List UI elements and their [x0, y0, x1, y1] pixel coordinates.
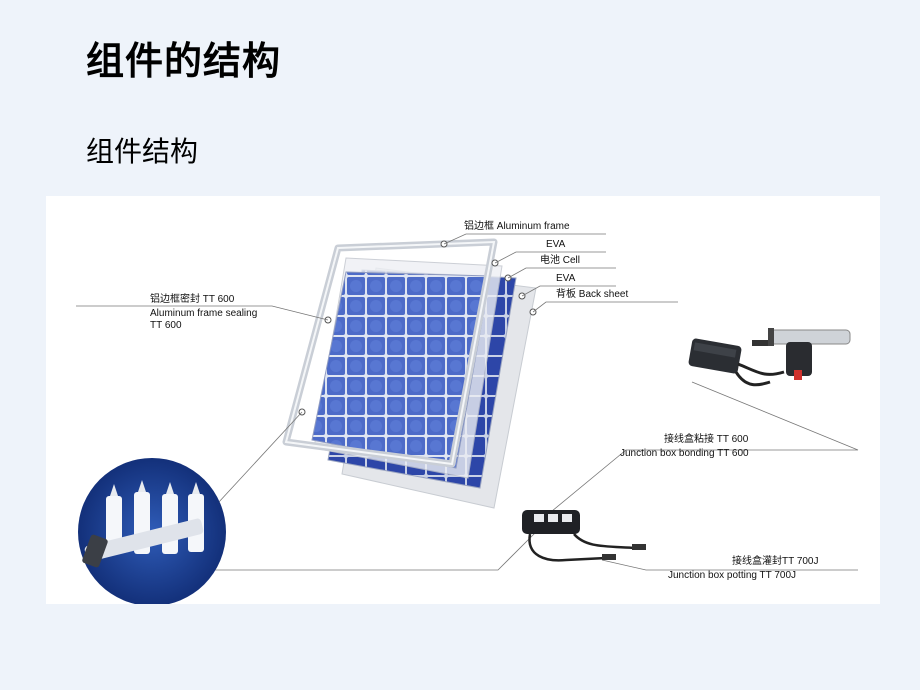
slide-title: 组件的结构: [86, 39, 282, 83]
sealant-gun-image: [768, 328, 851, 380]
label-cell: 电池 Cell: [540, 255, 581, 266]
label-frame-sealing-cn: 铝边框密封 TT 600: [150, 294, 235, 305]
label-eva-bottom: EVA: [556, 273, 576, 284]
label-frame-sealing-code: TT 600: [150, 320, 182, 331]
label-jbox-potting-cn: 接线盒灌封TT 700J: [732, 556, 819, 567]
module-structure-figure: 铝边框 Aluminum frame EVA 电池 Cell EVA 背板 Ba…: [46, 196, 880, 604]
cell-layer: [311, 271, 491, 469]
sealant-tubes-image: [78, 458, 226, 604]
label-jbox-bonding-en: Junction box bonding TT 600: [620, 448, 749, 459]
label-jbox-bonding-cn: 接线盒粘接 TT 600: [664, 434, 749, 445]
label-back-sheet: 背板 Back sheet: [556, 289, 629, 300]
label-aluminum-frame: 铝边框 Aluminum frame: [464, 221, 570, 232]
label-eva-top: EVA: [546, 239, 566, 250]
potted-junction-box-image: [522, 510, 646, 562]
label-frame-sealing-en: Aluminum frame sealing: [150, 308, 258, 319]
label-jbox-potting-en: Junction box potting TT 700J: [668, 570, 797, 581]
junction-box-image: [688, 338, 785, 387]
module-illustration: [76, 233, 859, 604]
slide-subtitle: 组件结构: [86, 135, 199, 168]
